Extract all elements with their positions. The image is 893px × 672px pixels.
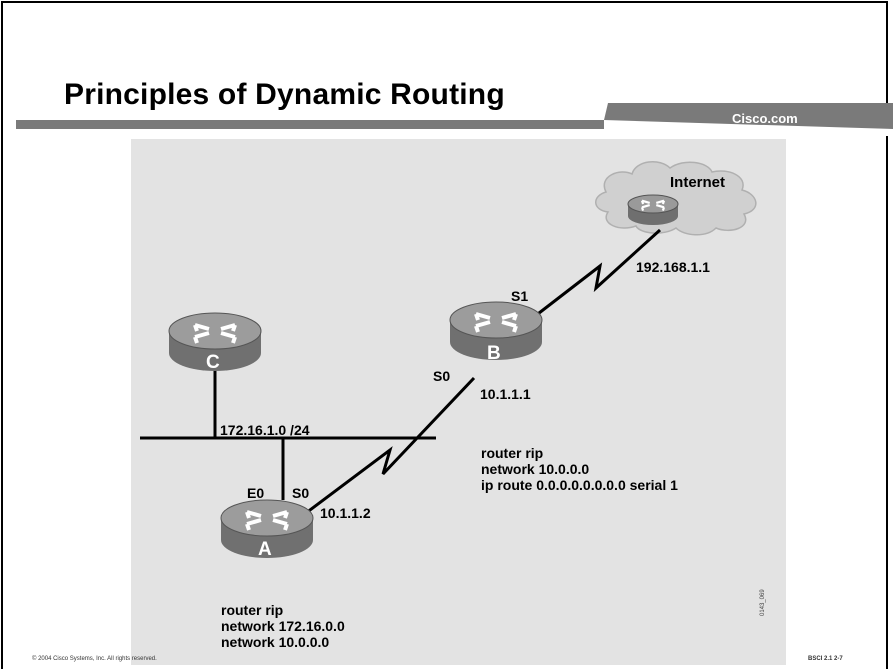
internet-cloud: [595, 161, 757, 236]
router-b-config-line: router rip: [481, 445, 544, 461]
router-b-name: B: [487, 343, 501, 364]
router-b-config-line: ip route 0.0.0.0.0.0.0.0 serial 1: [481, 477, 678, 493]
internet-ip-label: 192.168.1.1: [636, 259, 710, 275]
router-b-ip-label: 10.1.1.1: [480, 386, 531, 402]
router-a-config-line: network 172.16.0.0: [221, 618, 345, 634]
router-b-icon: [449, 301, 543, 360]
slide-title: Principles of Dynamic Routing: [64, 78, 505, 111]
router-a-icon: [220, 499, 314, 558]
router-b-s1-label: S1: [511, 288, 529, 304]
router-a-config: router rip network 172.16.0.0 network 10…: [221, 602, 345, 650]
course-page-footer: BSCI 2.1 2-7: [808, 656, 843, 662]
serial-link-b-internet: [529, 228, 662, 322]
cisco-brand: Cisco.com: [732, 111, 798, 126]
image-code: 0143_069: [760, 589, 766, 616]
router-c-icon: [168, 312, 262, 371]
router-a-ip-label: 10.1.1.2: [320, 505, 371, 521]
router-a-name: A: [258, 539, 272, 560]
serial-link-a-b: [301, 376, 476, 518]
router-b-config: router rip network 10.0.0.0 ip route 0.0…: [481, 445, 678, 493]
internet-label: Internet: [670, 174, 726, 191]
router-a-config-line: router rip: [221, 602, 284, 618]
router-b-config-line: network 10.0.0.0: [481, 461, 590, 477]
router-b-s0-label: S0: [433, 368, 451, 384]
router-a-config-line: network 10.0.0.0: [221, 634, 330, 650]
copyright-footer: © 2004 Cisco Systems, Inc. All rights re…: [32, 656, 157, 662]
internet-router-icon: [627, 194, 679, 225]
router-a-e0-label: E0: [247, 485, 265, 501]
router-c-name: C: [206, 352, 220, 373]
lan-network-label: 172.16.1.0 /24: [220, 422, 310, 438]
router-a-s0-label: S0: [292, 485, 310, 501]
